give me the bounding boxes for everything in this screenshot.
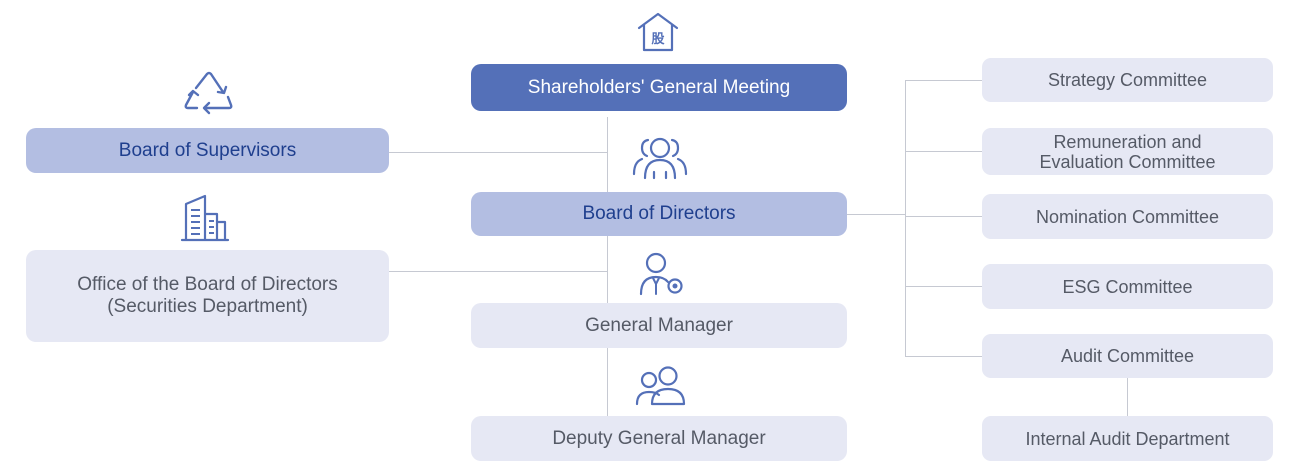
board-office-label: Office of the Board of Directors (Securi… — [77, 274, 338, 317]
connector-shareholders-directors — [607, 117, 608, 195]
board-of-supervisors-node: Board of Supervisors — [26, 128, 389, 173]
general-manager-node: General Manager — [471, 303, 847, 348]
deputy-general-manager-label: Deputy General Manager — [552, 427, 766, 449]
committee-remuneration-evaluation: Remuneration and Evaluation Committee — [982, 128, 1273, 175]
triangle-arrows-icon — [183, 70, 235, 116]
committee-label: ESG Committee — [1062, 276, 1193, 297]
board-of-directors-label: Board of Directors — [582, 203, 736, 224]
branch-strategy — [905, 80, 982, 81]
shareholders-glyph: 股 — [651, 32, 664, 47]
committee-label: Audit Committee — [1060, 346, 1195, 366]
committee-strategy: Strategy Committee — [982, 58, 1273, 102]
manager-person-icon — [637, 250, 689, 298]
group-people-icon — [631, 134, 689, 182]
branch-remuneration — [905, 151, 982, 152]
committee-esg: ESG Committee — [982, 264, 1273, 309]
internal-audit-department-label: Internal Audit Department — [1025, 428, 1230, 449]
deputy-general-manager-node: Deputy General Manager — [471, 416, 847, 461]
connector-gm-deputy — [607, 348, 608, 416]
two-people-icon — [634, 364, 686, 408]
branch-audit — [905, 356, 982, 357]
connector-directors-gm — [607, 236, 608, 303]
board-of-directors-node: Board of Directors — [471, 192, 847, 236]
connector-audit-internal — [1127, 378, 1128, 416]
branch-esg — [905, 286, 982, 287]
shareholders-meeting-node: Shareholders' General Meeting — [471, 64, 847, 111]
board-of-supervisors-label: Board of Supervisors — [118, 139, 297, 161]
connector-office — [389, 271, 608, 272]
connector-supervisors — [389, 152, 608, 153]
internal-audit-department-node: Internal Audit Department — [982, 416, 1273, 461]
committee-label: Strategy Committee — [1047, 70, 1208, 90]
building-with-gu-character-icon: 股 — [636, 10, 680, 54]
office-buildings-icon — [179, 192, 231, 244]
committee-audit: Audit Committee — [982, 334, 1273, 378]
committee-label: Nomination Committee — [1035, 206, 1220, 227]
general-manager-label: General Manager — [585, 314, 733, 336]
committee-label: Remuneration and Evaluation Committee — [1039, 131, 1216, 172]
committee-trunk — [905, 80, 906, 356]
board-office-node: Office of the Board of Directors (Securi… — [26, 250, 389, 342]
connector-directors-committees — [847, 214, 906, 215]
shareholders-meeting-label: Shareholders' General Meeting — [527, 76, 791, 98]
branch-nomination — [905, 216, 982, 217]
committee-nomination: Nomination Committee — [982, 194, 1273, 239]
